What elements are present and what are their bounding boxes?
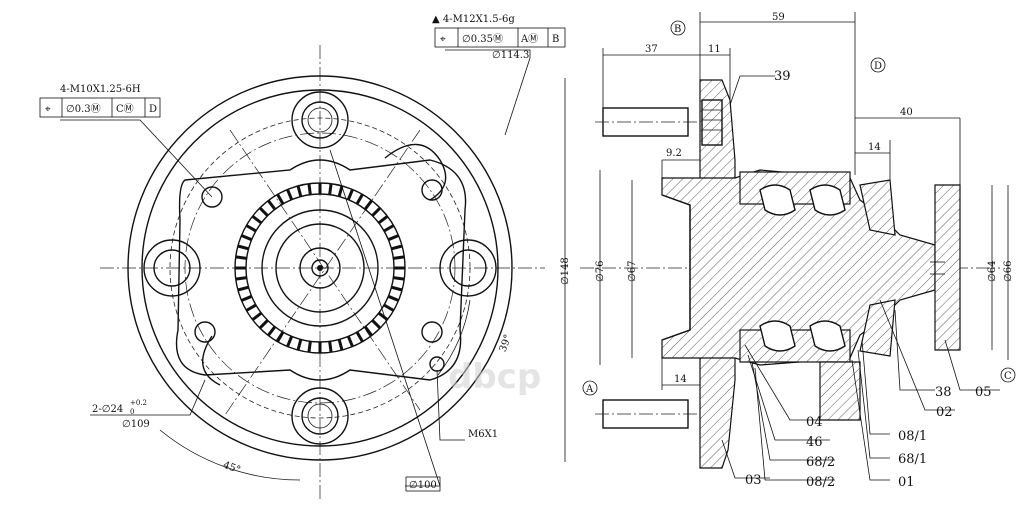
thread-m6-label: M6X1 [468,429,498,440]
tone-ring-tooth [346,335,354,348]
tone-ring-tooth [296,339,303,351]
tone-ring-tooth [251,215,263,225]
dim-dia-66: ∅66 [1003,261,1014,282]
tone-ring-tooth [276,331,285,343]
part-68-1: 68/1 [898,452,927,467]
tone-ring-tooth [377,311,389,321]
position-symbol-icon: ⌖ [45,104,51,115]
dia-100-label: ∅100 [409,480,437,491]
tone-ring-tooth [391,244,403,251]
tone-ring-tooth [391,285,403,292]
dim-dia-148: ∅148 [560,257,571,285]
dim-dia-64: ∅64 [987,261,998,282]
dim-11: 11 [708,44,721,55]
tone-ring-tooth [286,188,294,201]
tone-ring-tooth [267,325,277,337]
dim-37: 37 [645,44,658,55]
tone-ring-teeth [235,183,405,353]
tone-ring-tooth [363,325,373,337]
part-02: 02 [936,405,953,420]
position-symbol-icon: ⌖ [440,34,446,45]
tone-ring-tooth [240,294,253,302]
fcf-m10-datum-c: CⓂ [116,103,134,115]
side-view-labels: 59 37 11 40 14 9.2 14 ∅148 ∅76 ∅67 ∅64 ∅… [560,12,1016,490]
tone-ring-tooth [267,199,277,211]
tone-ring-tooth [245,303,257,312]
callout-m10: 4-M10X1.25-6H [60,84,141,95]
tone-ring-tooth [387,234,400,242]
tone-ring-tooth [387,294,400,302]
fcf-m12-datum-a: AⓂ [520,33,538,45]
part-68-2: 68/2 [806,455,835,470]
tone-ring-tooth [337,339,344,351]
part-39: 39 [774,69,791,84]
tone-ring-tooth [286,335,294,348]
tone-ring-tooth [393,255,405,260]
datum-b: B [674,24,681,35]
datum-c: C [1004,371,1012,382]
tone-ring-tooth [237,244,249,251]
callout-m12: ▲ 4-M12X1.5-6g [432,14,515,25]
tone-ring-tooth [235,276,247,281]
part-38: 38 [935,385,952,400]
part-05: 05 [975,385,992,400]
tone-ring-tooth [328,341,333,353]
hole-tol-upper: +0.2 [130,399,147,407]
tone-ring-tooth [328,183,333,195]
hole-dia-label: 2-∅24 [92,404,123,415]
tone-ring-tooth [251,311,263,321]
side-view [564,12,1009,481]
tone-ring-tooth [307,341,312,353]
tone-ring-tooth [258,206,269,217]
fcf-m12-datum-b: B [552,34,559,45]
tone-ring-tooth [237,285,249,292]
front-view-labels: 4-M10X1.25-6H ⌖ ∅0.3Ⓜ CⓂ D ▲ 4-M12X1.5-6… [39,14,566,492]
dim-9-2: 9.2 [666,148,682,159]
part-46: 46 [806,435,823,450]
tone-ring-tooth [307,183,312,195]
angle-45-label: 45° [221,460,241,476]
part-01: 01 [898,475,915,490]
fcf-m10-datum-d: D [149,104,157,115]
tone-ring-tooth [383,224,395,233]
tone-ring-tooth [393,276,405,281]
tone-ring-tooth [296,185,303,197]
front-view [60,45,545,500]
fcf-m12-tolerance: ∅0.35Ⓜ [462,33,503,45]
tone-ring-tooth [240,234,253,242]
dim-59: 59 [772,12,785,23]
tone-ring-tooth [377,215,389,225]
tone-ring-tooth [245,224,257,233]
tone-ring-tooth [371,206,382,217]
dim-14-bottom: 14 [674,374,687,385]
part-04: 04 [806,415,823,430]
part-03: 03 [745,473,762,488]
tone-ring-tooth [371,319,382,330]
dim-14-top: 14 [868,142,881,153]
hole-tol-lower: 0 [130,408,134,416]
dim-dia-76: ∅76 [595,261,606,282]
dim-dia-67: ∅67 [627,261,638,282]
tone-ring-tooth [383,303,395,312]
tone-ring-tooth [337,185,344,197]
tone-ring-tooth [363,199,373,211]
tone-ring-tooth [346,188,354,201]
tone-ring-tooth [276,193,285,205]
dia-114-label: ∅114.3 [492,50,529,61]
watermark: dbcp [448,357,541,397]
tone-ring-tooth [258,319,269,330]
tone-ring-tooth [355,331,364,343]
part-08-2: 08/2 [806,475,835,490]
datum-d: D [874,61,882,72]
datum-a: A [585,384,594,395]
tone-ring-tooth [355,193,364,205]
part-08-1: 08/1 [898,429,927,444]
dia-109-label: ∅109 [122,419,150,430]
fcf-m10-tolerance: ∅0.3Ⓜ [66,103,101,115]
tone-ring-tooth [235,255,247,260]
dim-40: 40 [900,107,913,118]
